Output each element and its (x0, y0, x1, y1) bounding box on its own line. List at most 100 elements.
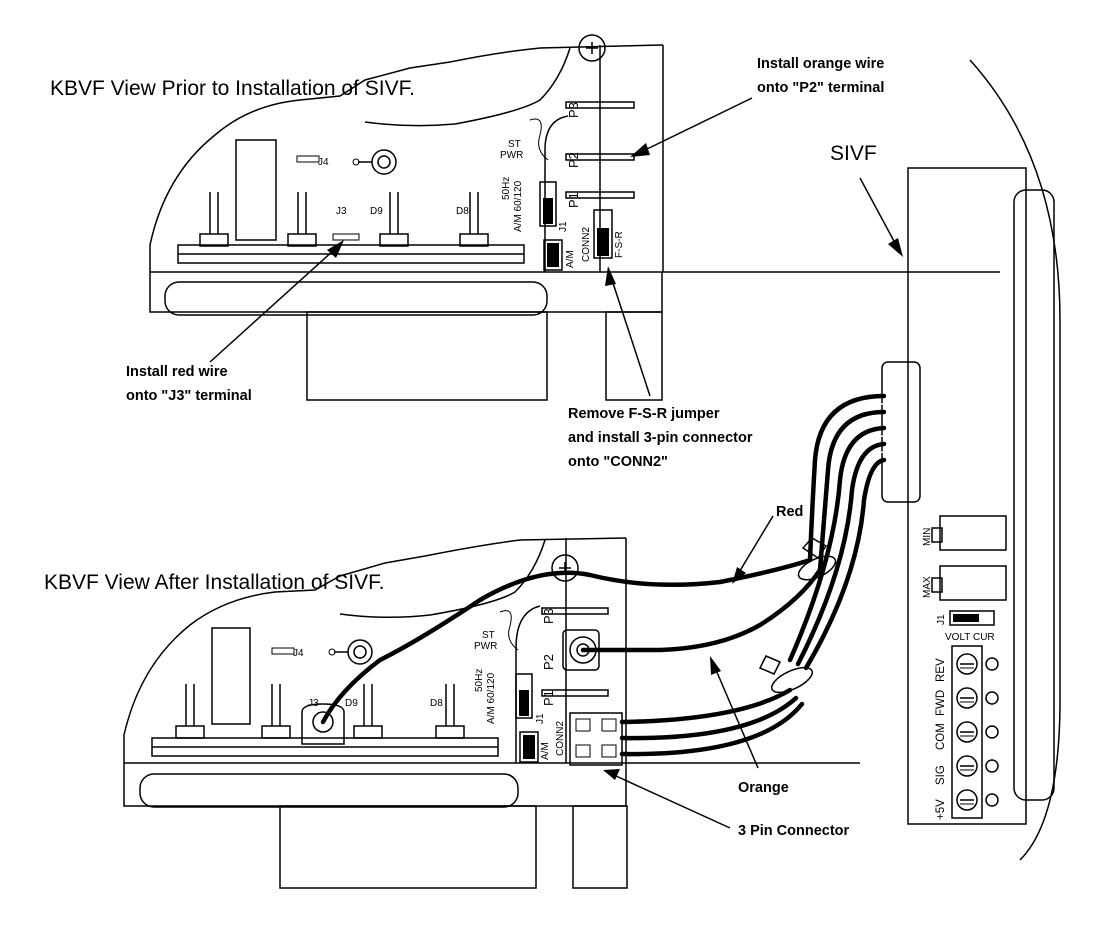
cutaway-curve (364, 47, 571, 127)
label-conn2-after: CONN2 (555, 721, 566, 756)
j1-jumper-cap (543, 198, 553, 224)
wire-conn-1 (619, 687, 793, 725)
board-outline (149, 44, 664, 272)
sivf-j1-jumper-cap (953, 614, 979, 622)
label-d9: D9 (370, 206, 383, 217)
arrow-red-wire-line (209, 249, 335, 363)
min-trimmer (939, 515, 1007, 551)
am-jumper-after (519, 731, 539, 763)
callout-orange: Orange (738, 780, 789, 796)
led-pad-after (328, 648, 336, 656)
callout-jumper-3: onto "CONN2" (568, 454, 668, 470)
cable-tie-lower-head (758, 655, 782, 675)
label-d8-after: D8 (430, 698, 443, 709)
wire-highlight-1 (814, 403, 885, 566)
label-terminal-sig: SIG (935, 765, 947, 785)
housing-box-left (306, 311, 548, 401)
callout-connector: 3 Pin Connector (738, 823, 850, 839)
component-block-after (211, 627, 251, 725)
sivf-side-panel (1013, 189, 1055, 801)
label-p2: P2 (566, 152, 581, 168)
led-outer-icon (371, 149, 397, 175)
board-outline-after (123, 537, 627, 763)
sivf-labels: MIN MAX J1 VOLT CUR +5V SIG COM FWD REV (922, 528, 995, 820)
callout-arrows (209, 97, 903, 829)
led-inner-icon (377, 155, 391, 169)
label-sivf-max: MAX (922, 576, 933, 598)
wire-harness (320, 393, 887, 757)
callout-red: Red (776, 504, 803, 520)
wire-orange (580, 567, 823, 653)
housing-box-left-after (279, 805, 537, 889)
led-inner-icon-after (353, 645, 367, 659)
j1-jumper (539, 181, 557, 227)
label-p3-after: P3 (541, 608, 556, 624)
cutaway-edge (544, 115, 569, 272)
wire-red-trunk (807, 393, 887, 563)
edge-squiggle (529, 118, 549, 161)
label-st-after: ST (482, 630, 495, 641)
label-terminal-5v: +5V (935, 799, 947, 820)
sivf-module (881, 59, 1061, 861)
label-st: ST (508, 139, 521, 150)
label-conn2: CONN2 (581, 227, 592, 262)
min-trimmer-tab (931, 527, 943, 543)
cable-tie-upper (797, 555, 837, 581)
p3-terminal (565, 101, 635, 109)
label-j4-after: J4 (293, 648, 304, 659)
wire-highlight-2 (793, 435, 885, 663)
connector-pin-4 (601, 744, 617, 758)
label-sivf-j1: J1 (936, 614, 947, 625)
connector-pin-1 (575, 718, 591, 732)
label-p3: P3 (566, 102, 581, 118)
arrow-jumper-head (605, 266, 616, 286)
p2-terminal (565, 153, 635, 161)
label-am-volt: A/M 60/120 (513, 180, 524, 232)
led-outer-icon-after (347, 639, 373, 665)
j3-lug (301, 703, 345, 745)
label-p2-after: P2 (541, 654, 556, 670)
arrow-red-line (737, 515, 774, 575)
heading-after: KBVF View After Installation of SIVF. (44, 571, 384, 594)
board-labels-after: J4 J3 D9 D8 ST PWR 50Hz A/M 60/120 P3 P2… (293, 608, 566, 760)
label-am-volt-after: A/M 60/120 (486, 672, 497, 724)
arrow-connector-line (615, 775, 731, 829)
wire-bundle-2 (795, 441, 887, 667)
label-am: A/M (565, 250, 576, 268)
j1-jumper-cap-after (519, 690, 529, 716)
max-trimmer-tab (931, 577, 943, 593)
label-d9-after: D9 (345, 698, 358, 709)
callout-orange-wire-1: Install orange wire (757, 56, 884, 72)
housing-box-right-after (572, 805, 628, 889)
j3-lug-ring-icon (312, 711, 334, 733)
label-freq-after: 50Hz (474, 669, 485, 692)
label-sivf-volt-cur: VOLT CUR (945, 632, 995, 643)
callout-sivf: SIVF (830, 142, 877, 165)
sivf-body (907, 167, 1027, 825)
sivf-back-curve (969, 59, 1061, 861)
cable-tie-lower (770, 666, 814, 694)
cable-tie-upper-head (801, 537, 828, 560)
housing-box-right (605, 311, 663, 401)
pot-icon-after (551, 554, 579, 582)
p3-terminal-after (541, 607, 609, 615)
label-terminal-rev: REV (935, 658, 947, 682)
wire-red (320, 557, 813, 725)
label-pwr: PWR (500, 150, 523, 161)
base-rail (149, 271, 663, 313)
wire-conn-3 (619, 701, 805, 757)
wire-highlight-3 (801, 451, 885, 667)
kbvf-board-after (123, 537, 860, 889)
arrow-sivf-line (859, 177, 896, 244)
base-rail-after (123, 762, 627, 807)
label-d8: D8 (456, 206, 469, 217)
component-block (235, 139, 277, 241)
j4-connector-after (271, 647, 295, 655)
label-terminal-com: COM (935, 723, 947, 750)
j3-connector (332, 233, 360, 241)
arrow-connector-head (603, 769, 620, 780)
label-p1: P1 (566, 192, 581, 208)
arrow-orange-head (710, 656, 721, 675)
terminal-holes (985, 657, 999, 807)
